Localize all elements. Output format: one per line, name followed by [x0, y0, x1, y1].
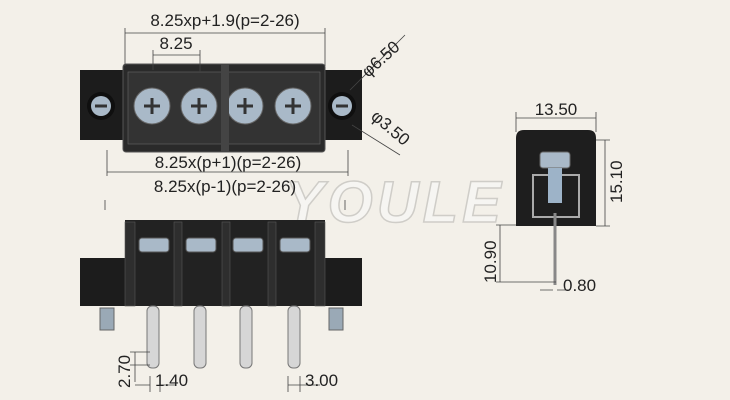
mount-hole-outer-label: φ6.50 [358, 37, 404, 81]
pin-width-label: 1.40 [155, 371, 188, 390]
top-view [80, 63, 362, 153]
screw-icon [87, 87, 356, 125]
side-height-label: 15.10 [607, 160, 626, 203]
solder-pins [146, 305, 301, 369]
mount-spacing-label: 8.25x(p+1)(p=2-26) [155, 153, 301, 172]
pin-slot-height-label: 2.70 [115, 355, 134, 388]
side-view [516, 130, 596, 285]
side-width-label: 13.50 [535, 100, 578, 119]
end-span-label: 8.25x(p-1)(p=2-26) [154, 177, 296, 196]
pin-base-width-label: 3.00 [305, 371, 338, 390]
mount-screw-icon [99, 307, 344, 331]
pin-length-label: 10.90 [481, 240, 500, 283]
pitch-label: 8.25 [159, 34, 192, 53]
pin-thickness-label: 0.80 [563, 276, 596, 295]
front-view [80, 220, 362, 369]
overall-length-label: 8.25xp+1.9(p=2-26) [150, 11, 299, 30]
mount-hole-inner-label: φ3.50 [367, 107, 413, 150]
